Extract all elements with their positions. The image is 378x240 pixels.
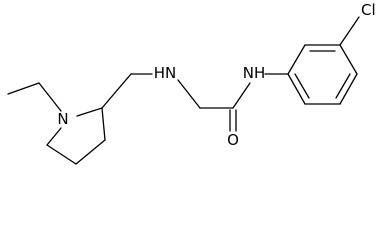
chlorine-label: Cl: [361, 1, 376, 19]
benzene-inner-bond-b: [335, 73, 351, 99]
benzene-bond-1: [287, 44, 306, 75]
ring-bond-n-c2: [76, 107, 103, 117]
ring-bond-c4-c5: [46, 144, 77, 165]
amide-bond-co-nh: [232, 82, 251, 109]
benzene-bond-4: [339, 73, 358, 105]
ring-nitrogen-label: N: [57, 110, 68, 128]
benzene-bond-3: [339, 44, 358, 75]
chlorine-bond: [339, 16, 360, 46]
amine-nh-label: HN: [154, 64, 177, 82]
benzene-bond-6: [287, 73, 306, 105]
ethyl-group: [7, 82, 62, 112]
ethyl-bond-ch2-n: [38, 82, 62, 112]
chlorophenyl-ring: [287, 16, 360, 105]
ring-bond-c5-n: [46, 127, 62, 146]
amide-group: [199, 73, 289, 132]
amide-nh-label: NH: [243, 64, 266, 82]
benzene-inner-bond-c: [294, 73, 310, 99]
linker-bond-nh-ch2: [177, 79, 201, 109]
chemical-structure: N HN NH O Cl: [7, 1, 376, 165]
linker-bond-c2-ch2: [101, 73, 132, 109]
pyrrolidine-ring: [46, 107, 106, 165]
ring-bond-c2-c3: [101, 107, 106, 141]
carbonyl-oxygen-label: O: [227, 131, 239, 149]
ring-bond-c3-c4: [75, 139, 106, 165]
ethyl-bond-ch3: [7, 82, 40, 95]
amine-linker: [101, 73, 201, 109]
